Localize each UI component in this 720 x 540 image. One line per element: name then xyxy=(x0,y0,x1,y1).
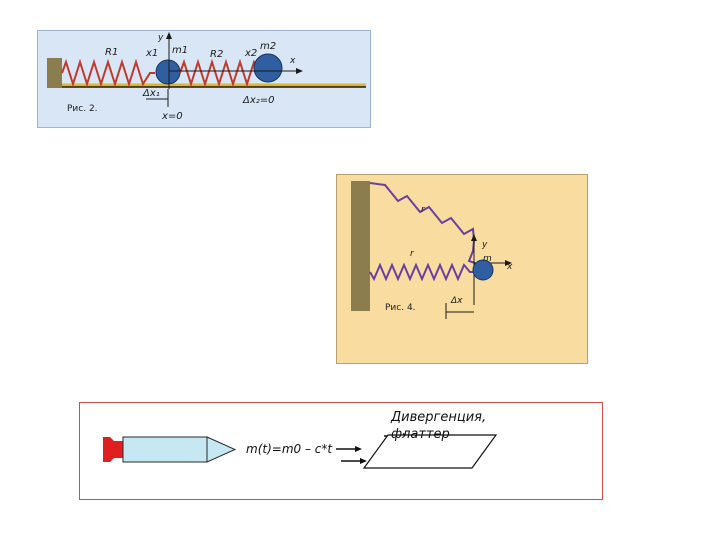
rocket-nose xyxy=(206,436,237,463)
label-m2: m2 xyxy=(260,41,276,52)
label-dx2: Δx₂=0 xyxy=(242,95,275,106)
mass-m xyxy=(472,259,494,281)
y-axis-arrow xyxy=(166,32,172,39)
x-axis-arrow xyxy=(296,68,303,74)
label-mass: m xyxy=(483,254,492,264)
mass-m1 xyxy=(155,59,181,85)
spring-lower xyxy=(369,262,473,282)
label-axis-x: x xyxy=(506,262,513,272)
spring-r1 xyxy=(61,58,155,88)
y-axis-arrow xyxy=(471,234,477,241)
rocket-nozzle xyxy=(103,437,123,462)
label-axis-y: y xyxy=(157,33,164,43)
figure-5-svg xyxy=(103,433,498,469)
spring-r2 xyxy=(179,58,263,88)
label-axis-x: x xyxy=(289,56,296,66)
figure-5-panel xyxy=(79,402,603,500)
label-origin: x=0 xyxy=(161,111,183,122)
label-lower-spring: r xyxy=(410,249,415,259)
phenomena-line-1: Дивергенция, xyxy=(391,410,487,425)
figure-4-panel: r r y x m Δx xyxy=(336,174,588,364)
figure-2-caption: Рис. 2. xyxy=(67,104,98,114)
label-x1: x1 xyxy=(145,48,158,59)
label-x2: x2 xyxy=(244,48,257,59)
label-dx1: Δx₁ xyxy=(142,88,160,99)
wing-plate xyxy=(362,434,498,469)
label-dx: Δx xyxy=(450,296,463,306)
wall-block xyxy=(47,58,62,88)
label-m1: m1 xyxy=(172,45,188,56)
figure-2-svg: R1 R2 y x x1 m1 x2 m2 Δx₁ Δx₂=0 x=0 xyxy=(47,32,366,122)
spring-upper xyxy=(369,182,476,264)
label-upper-spring: r xyxy=(421,205,426,215)
figure-4-caption: Рис. 4. xyxy=(385,303,416,313)
figure-4-svg: r r y x m Δx xyxy=(351,181,513,319)
phenomena-line-2: флаттер xyxy=(391,427,450,442)
rocket-body xyxy=(122,436,208,463)
label-axis-y: y xyxy=(481,240,488,250)
wall-block xyxy=(351,181,370,311)
mass-m2 xyxy=(253,53,283,83)
flow-arrow-2-head xyxy=(355,446,362,452)
label-r2: R2 xyxy=(210,49,223,60)
x-axis-arrow xyxy=(505,260,512,266)
mass-formula: m(t)=m0 – c*t xyxy=(246,442,333,456)
phenomena-heading: Дивергенция, флаттер xyxy=(391,409,486,443)
label-r1: R1 xyxy=(105,47,118,58)
flow-arrow-3-head xyxy=(360,458,367,464)
figure-2-panel: R1 R2 y x x1 m1 x2 m2 Δx₁ Δx₂=0 x=0 xyxy=(37,30,371,128)
